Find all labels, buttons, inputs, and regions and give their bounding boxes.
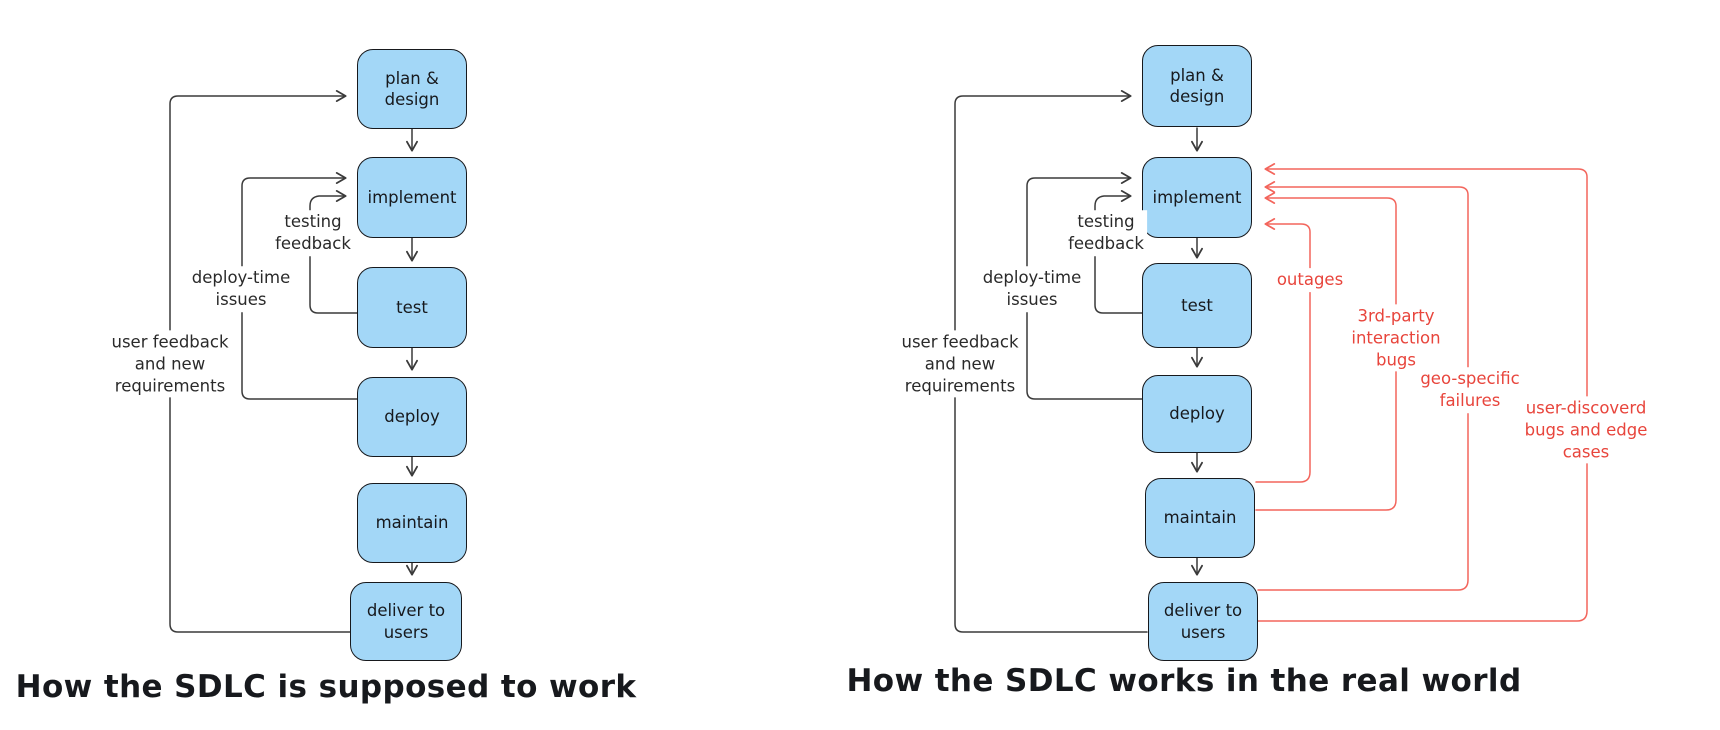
- node-implement-left: implement: [357, 157, 467, 238]
- failure-label-user-discovered-bugs: user-discoverd bugs and edge cases: [1519, 396, 1653, 464]
- node-plan-design-left: plan & design: [357, 49, 467, 129]
- node-maintain-right: maintain: [1145, 478, 1255, 558]
- loop-outages-maintain-to-implement: [1255, 218, 1311, 483]
- node-test-left: test: [357, 267, 467, 348]
- failure-label-third-party-interaction-bugs: 3rd-party interaction bugs: [1348, 304, 1444, 372]
- loop-user-discovered-deliver-to-implement: [1257, 163, 1588, 622]
- edge-label-deploy-time-issues-right: deploy-time issues: [979, 266, 1085, 312]
- failure-label-outages: outages: [1273, 268, 1347, 292]
- node-implement-right: implement: [1142, 157, 1252, 238]
- caption-right: How the SDLC works in the real world: [846, 663, 1522, 699]
- node-deliver-users-left: deliver to users: [350, 582, 462, 661]
- node-deliver-users-right: deliver to users: [1148, 582, 1258, 661]
- node-test-right: test: [1142, 263, 1252, 348]
- node-deploy-right: deploy: [1142, 375, 1252, 453]
- node-plan-design-right: plan & design: [1142, 45, 1252, 127]
- node-deploy-left: deploy: [357, 377, 467, 457]
- node-maintain-left: maintain: [357, 483, 467, 563]
- edge-label-testing-feedback-left: testing feedback: [272, 210, 354, 256]
- edge-label-user-feedback-right: user feedback and new requirements: [898, 330, 1022, 398]
- caption-left: How the SDLC is supposed to work: [15, 669, 637, 705]
- edge-label-deploy-time-issues-left: deploy-time issues: [188, 266, 294, 312]
- edge-label-testing-feedback-right: testing feedback: [1065, 210, 1147, 256]
- failure-label-geo-specific-failures: geo-specific failures: [1417, 367, 1523, 413]
- edge-label-user-feedback-left: user feedback and new requirements: [108, 330, 232, 398]
